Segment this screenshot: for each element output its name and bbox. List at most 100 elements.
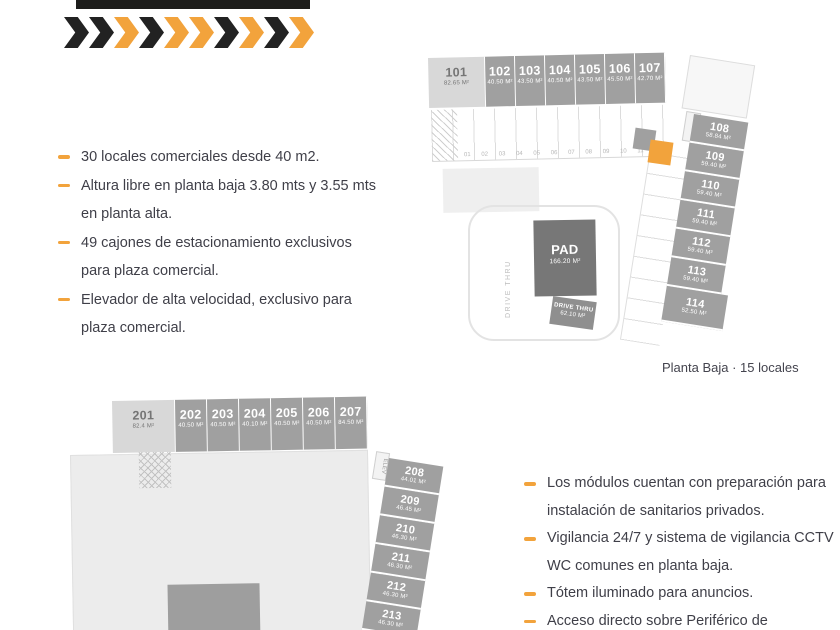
- cropped-title-bar: [76, 0, 310, 9]
- bullet-dash-icon: [58, 240, 70, 244]
- unit-number: PAD: [551, 241, 579, 258]
- unit-area: 84.50 M²: [338, 419, 364, 427]
- unit-103: 103 43.50 M²: [514, 55, 547, 107]
- unit-201: 201 82.4 M²: [112, 399, 176, 453]
- unit-105: 105 43.50 M²: [574, 53, 607, 105]
- feature-item: Vigilancia 24/7 y sistema de vigilancia …: [524, 525, 840, 580]
- feature-item: Elevador de alta velocidad, exclusivo pa…: [58, 286, 430, 343]
- unit-number: 104: [548, 62, 571, 78]
- unit-number: 202: [179, 407, 202, 422]
- unit-area: 45.50 M²: [607, 76, 633, 83]
- bullet-dash-icon: [524, 537, 536, 541]
- chevron-icon: [264, 17, 289, 48]
- bullet-dash-icon: [524, 482, 536, 486]
- feature-line: instalación de sanitarios privados.: [547, 502, 765, 519]
- unit-area: 82.4 M²: [132, 423, 155, 430]
- chevron-icon: [214, 17, 239, 48]
- chevron-icon: [114, 17, 139, 48]
- hatch-area: [138, 451, 172, 489]
- planta-baja-top-units-row: 101 82.65 M² 102 40.50 M² 103 43.50 M² 1…: [428, 52, 667, 108]
- unit-number: 103: [518, 63, 541, 78]
- unit-207: 207 84.50 M²: [334, 396, 368, 450]
- unit-number: 106: [608, 61, 631, 76]
- unit-number: 107: [638, 60, 661, 76]
- unit-area: 82.65 M²: [443, 80, 470, 87]
- unit-number: 101: [445, 65, 468, 80]
- unit-number: 201: [132, 408, 155, 423]
- bullet-dash-icon: [524, 619, 536, 623]
- bullet-dash-icon: [58, 183, 70, 187]
- unit-number: 102: [488, 64, 511, 79]
- unit-number: 203: [211, 406, 234, 422]
- feature-line: Acceso directo sobre Periférico de: [547, 612, 768, 629]
- unit-area: 42.70 M²: [637, 75, 663, 83]
- parking-stall-numbers: 01 02 03 04 05 06 07 08 09 10 11: [463, 148, 644, 159]
- feature-line: Altura libre en planta baja 3.80 mts y 3…: [81, 177, 376, 194]
- feature-item: 49 cajones de estacionamiento exclusivos…: [58, 229, 430, 286]
- unit-203: 203 40.50 M²: [206, 398, 240, 452]
- unit-102: 102 40.50 M²: [484, 56, 517, 107]
- unit-number: 204: [243, 406, 266, 421]
- unit-104: 104 40.50 M²: [544, 54, 577, 106]
- feature-item: Tótem iluminado para anuncios.: [524, 580, 840, 608]
- feature-line: Los módulos cuentan con preparación para: [547, 475, 826, 491]
- unit-202: 202 40.50 M²: [174, 399, 208, 452]
- chevron-icon: [289, 17, 314, 48]
- unit-area: 40.50 M²: [487, 79, 513, 86]
- unit-number: 205: [275, 405, 298, 421]
- feature-line: Tótem iluminado para anuncios.: [547, 585, 754, 601]
- feature-line: en planta alta.: [81, 206, 173, 222]
- unit-area: 43.50 M²: [517, 78, 543, 85]
- unit-number: 206: [307, 405, 330, 420]
- drive-thru-lane-label: DRIVE THRU: [505, 260, 512, 318]
- chevron-decoration: [64, 17, 314, 48]
- hatch-area: [431, 109, 459, 161]
- unit-number: 105: [578, 62, 601, 77]
- unit-101: 101 82.65 M²: [428, 56, 487, 108]
- feature-item: 30 locales comerciales desde 40 m2.: [58, 143, 430, 172]
- feature-item: Altura libre en planta baja 3.80 mts y 3…: [58, 172, 430, 229]
- feature-item: Acceso directo sobre Periférico de: [524, 608, 840, 630]
- unit-206: 206 40.50 M²: [302, 397, 336, 450]
- unit-pad: PAD 166.20 M²: [533, 219, 597, 297]
- unit-204: 204 40.10 M²: [238, 398, 272, 451]
- drive-thru-lane: [468, 205, 620, 341]
- chevron-icon: [139, 17, 164, 48]
- stair-shaft-outline: [681, 55, 756, 119]
- unit-area: 166.20 M²: [549, 257, 581, 266]
- feature-line: Vigilancia 24/7 y sistema de vigilancia …: [547, 530, 834, 546]
- feature-line: plaza comercial.: [81, 320, 186, 336]
- unit-205: 205 40.50 M²: [270, 397, 304, 451]
- unit-area: 40.50 M²: [178, 422, 204, 429]
- bullet-dash-icon: [58, 297, 70, 301]
- bullet-dash-icon: [58, 155, 70, 159]
- unit-area: 43.50 M²: [577, 77, 603, 84]
- unit-area: 40.50 M²: [210, 421, 236, 429]
- chevron-icon: [89, 17, 114, 48]
- planta-alta-top-units-row: 201 82.4 M² 202 40.50 M² 203 40.50 M² 20…: [112, 396, 368, 453]
- feature-line: 30 locales comerciales desde 40 m2.: [81, 149, 320, 165]
- chevron-icon: [64, 17, 89, 48]
- feature-item: Los módulos cuentan con preparación para…: [524, 470, 840, 525]
- bullet-dash-icon: [524, 592, 536, 596]
- features-list-left: 30 locales comerciales desde 40 m2. Altu…: [58, 143, 430, 343]
- chevron-icon: [189, 17, 214, 48]
- chevron-icon: [239, 17, 264, 48]
- unit-107: 107 42.70 M²: [634, 52, 667, 104]
- planta-alta-side-units-column: 208 44.01 M² 209 46.45 M² 210 46.30 M² 2…: [361, 458, 444, 630]
- chevron-icon: [164, 17, 189, 48]
- feature-line: WC comunes en planta baja.: [547, 557, 734, 574]
- unit-area: 40.50 M²: [274, 420, 300, 428]
- roof-dark-block: [167, 583, 261, 630]
- unit-number: 207: [339, 404, 362, 420]
- unit-area: 40.50 M²: [306, 420, 332, 427]
- unit-106: 106 45.50 M²: [604, 53, 637, 104]
- planta-baja-caption: Planta Baja · 15 locales: [662, 360, 799, 375]
- parking-row: 01 02 03 04 05 06 07 08 09 10 11: [431, 104, 666, 162]
- feature-line: Elevador de alta velocidad, exclusivo pa…: [81, 291, 352, 308]
- features-list-right: Los módulos cuentan con preparación para…: [524, 470, 840, 630]
- unit-drive-thru: DRIVE THRU 62.10 M²: [549, 296, 597, 330]
- feature-line: para plaza comercial.: [81, 263, 219, 279]
- unit-area: 40.50 M²: [547, 77, 573, 85]
